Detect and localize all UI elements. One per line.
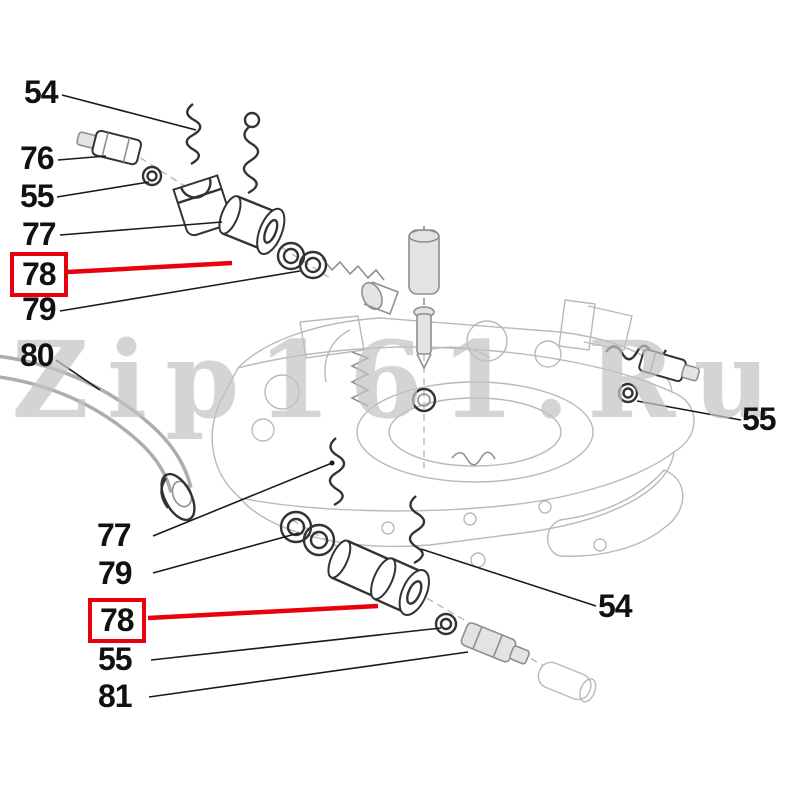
part-label-55-top[interactable]: 55 — [20, 178, 55, 214]
leader-55-top — [56, 181, 150, 198]
part-label-55-bottom[interactable]: 55 — [98, 641, 133, 677]
wavy-clip-center — [451, 451, 496, 466]
rings-79-bottom — [279, 510, 336, 557]
fitting-76 — [76, 129, 143, 166]
ring-55-bottom — [434, 612, 458, 636]
part-label-78-top-highlighted[interactable]: 78 — [10, 252, 68, 297]
top-pipe — [408, 229, 440, 295]
elbow-fitting — [361, 281, 400, 316]
fitting-right — [638, 348, 701, 383]
spring — [321, 257, 385, 281]
leader-54-bottom — [420, 548, 597, 607]
fitting-81 — [460, 622, 530, 665]
leader-79-bottom — [152, 532, 300, 574]
part-label-80[interactable]: 80 — [20, 337, 55, 373]
leader-81 — [148, 651, 469, 698]
leader-78-bottom — [147, 603, 379, 621]
part-label-79-top[interactable]: 79 — [22, 291, 57, 327]
part-label-78-bottom-highlighted[interactable]: 78 — [88, 598, 146, 643]
leader-54-top — [61, 94, 197, 131]
part-label-79-bottom[interactable]: 79 — [98, 555, 133, 591]
bushing-78-top — [218, 195, 286, 255]
part-label-55-right[interactable]: 55 — [742, 401, 777, 437]
part-label-54-top[interactable]: 54 — [24, 74, 59, 110]
part-label-77-top[interactable]: 77 — [22, 216, 57, 252]
leader-80 — [55, 359, 101, 391]
clip-54-bottom — [408, 495, 426, 565]
rings-79-top — [276, 241, 328, 280]
part-label-81[interactable]: 81 — [98, 678, 133, 714]
machine-body-drawing — [211, 299, 695, 568]
ring-55-top — [141, 165, 163, 187]
clip-54-top-right — [242, 111, 261, 195]
leader-79-top — [59, 270, 301, 312]
leader-77-top — [59, 221, 223, 236]
leader-76 — [57, 155, 107, 161]
leader-55-bottom — [150, 627, 442, 661]
leader-55-right — [636, 400, 742, 421]
clip-77-center — [328, 437, 346, 507]
part-label-77-bottom[interactable]: 77 — [97, 517, 132, 553]
leader-77-bottom — [152, 462, 333, 537]
hose-clamp — [160, 472, 196, 522]
part-label-76[interactable]: 76 — [20, 140, 55, 176]
highlight-leaders — [67, 260, 379, 621]
leader-78-top — [67, 260, 233, 275]
ring-55-right — [617, 382, 639, 404]
leader-lines — [55, 94, 742, 698]
bushing-78-bottom — [327, 539, 430, 616]
hose-end-bottom — [537, 661, 597, 703]
part-label-54-bottom[interactable]: 54 — [598, 588, 633, 624]
clip-54-top-left — [185, 103, 202, 166]
